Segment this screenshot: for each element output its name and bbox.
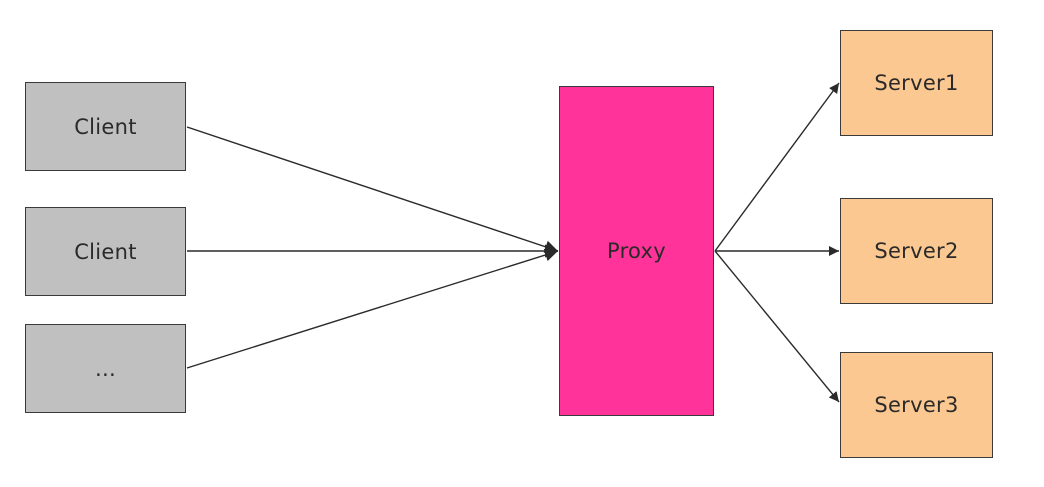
server-node-3: Server3 — [840, 352, 993, 458]
server-node-2: Server2 — [840, 198, 993, 304]
client-node: Client — [25, 207, 186, 296]
server-node-1: Server1 — [840, 30, 993, 136]
edge-proxy-to-server-1 — [714, 82, 840, 252]
client-node: Client — [25, 82, 186, 171]
edge-proxy-to-server-3 — [714, 250, 840, 403]
more-clients-node: … — [25, 324, 186, 413]
edge-client-3-to-proxy — [186, 248, 559, 369]
edge-client-1-to-proxy — [186, 126, 559, 254]
proxy-node: Proxy — [559, 86, 714, 416]
